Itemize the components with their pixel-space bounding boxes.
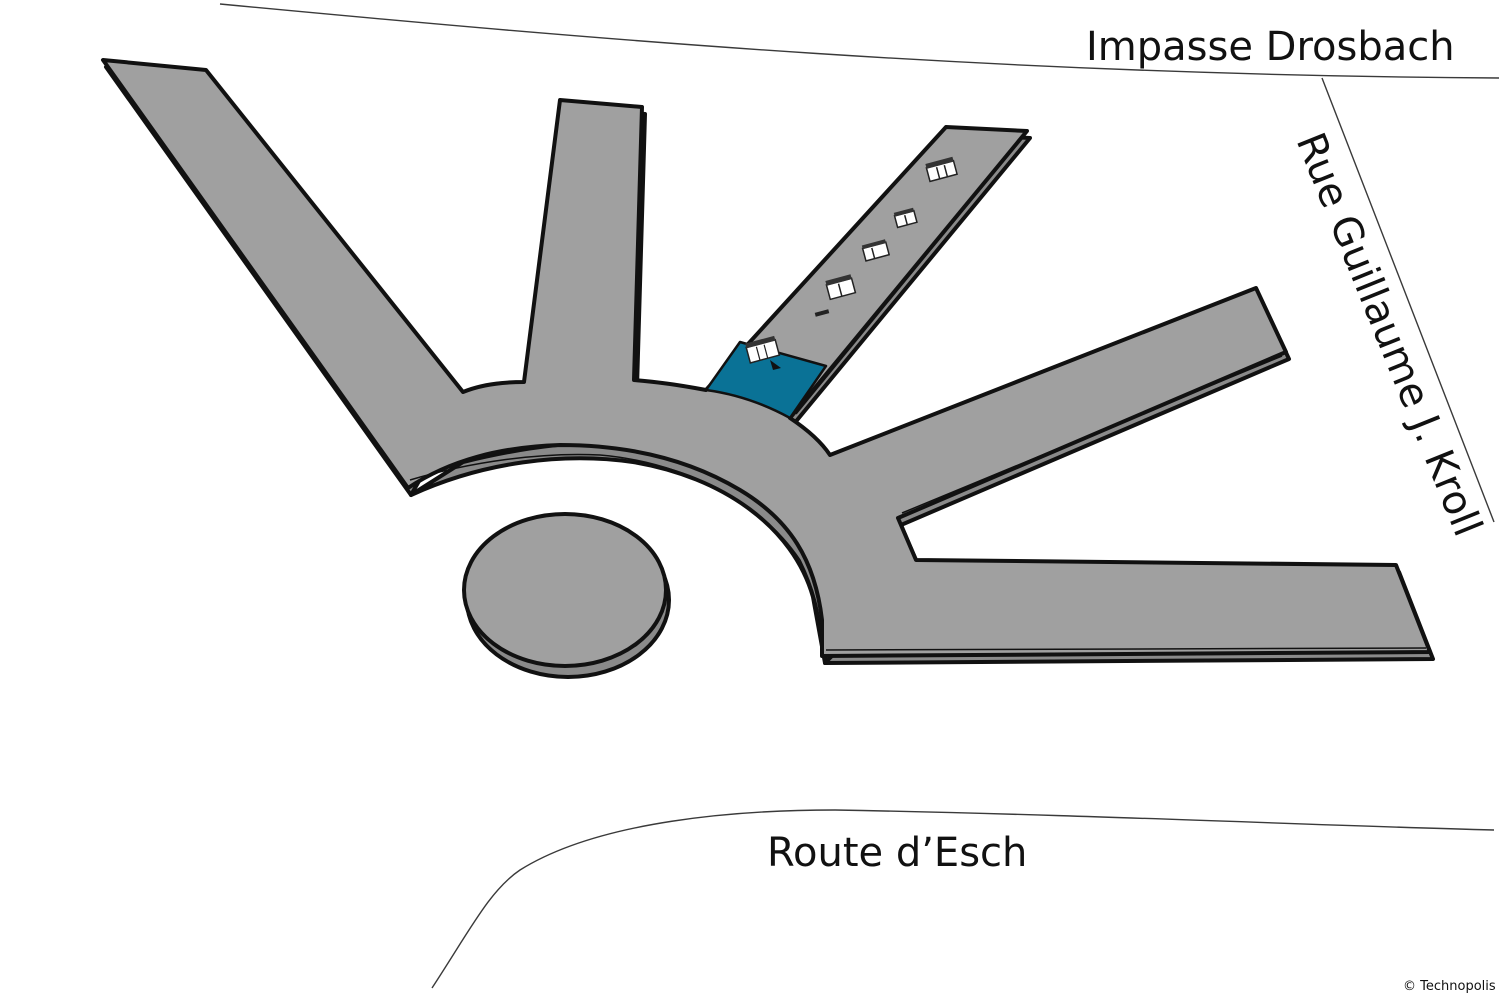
copyright-credit: © Technopolis — [1403, 979, 1496, 994]
building-detail-edges — [409, 137, 1427, 651]
southeast-wing-edge — [825, 647, 1427, 651]
street-label-impasse-drosbach: Impasse Drosbach — [1086, 24, 1455, 70]
store-front-icons — [745, 156, 958, 370]
street-line-rue-guillaume-kroll — [1321, 77, 1495, 523]
store-marker-icon — [814, 309, 830, 317]
street-label-rue-guillaume-kroll: Rue Guillaume J. Kroll — [1287, 127, 1491, 543]
store-front-icon[interactable] — [893, 207, 918, 229]
store-front-icon[interactable] — [861, 239, 891, 262]
store-front-icon[interactable] — [745, 335, 781, 364]
entrance-arrow-icon[interactable] — [770, 360, 781, 370]
rotunda-building[interactable] — [462, 512, 668, 668]
street-line-impasse-drosbach — [219, 3, 1499, 79]
northeast-wing-edge — [795, 137, 1023, 415]
store-front-icon[interactable] — [825, 274, 857, 301]
street-lines — [219, 3, 1499, 989]
store-front-icon[interactable] — [925, 156, 958, 183]
arc-inner-edge — [409, 453, 823, 641]
highlighted-store-unit[interactable] — [704, 340, 828, 420]
street-label-route-desch: Route d’Esch — [767, 830, 1027, 876]
street-line-route-desch — [431, 809, 1495, 989]
east-wing-edge — [901, 355, 1283, 514]
